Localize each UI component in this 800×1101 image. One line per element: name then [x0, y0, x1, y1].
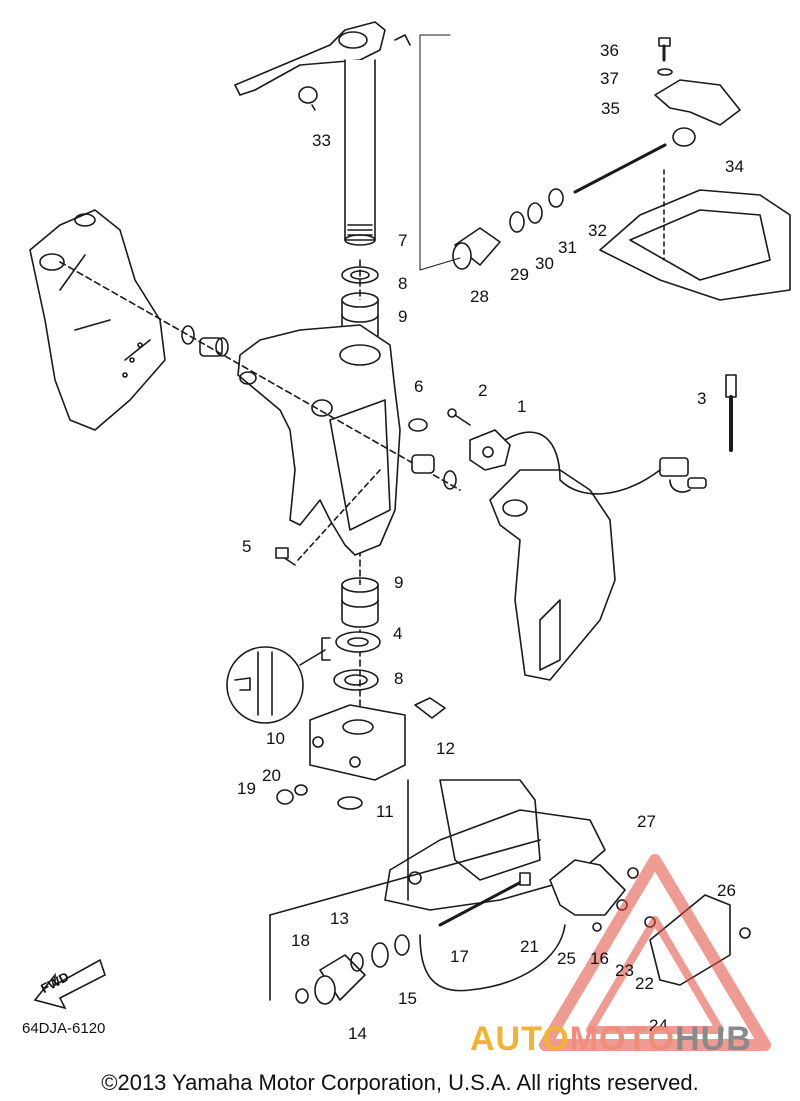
bolt-5-drawing	[275, 469, 381, 566]
callout-17: 17	[450, 947, 469, 966]
engine-base-drawing	[599, 169, 791, 301]
callout-5: 5	[242, 537, 252, 556]
callout-26: 26	[717, 881, 736, 900]
washer-30-drawing	[527, 202, 543, 224]
swivel-bracket-drawing	[237, 324, 401, 556]
bolt-36-drawing	[658, 37, 671, 62]
bolt-25-drawing	[592, 922, 602, 932]
callout-6: 6	[414, 377, 424, 396]
callout-36: 36	[600, 41, 619, 60]
callout-30: 30	[535, 254, 554, 273]
pivot-bushing-right	[411, 454, 457, 490]
callout-37: 37	[600, 69, 619, 88]
callout-22: 22	[635, 974, 654, 993]
callout-1: 1	[517, 397, 527, 416]
callout-14: 14	[348, 1024, 367, 1043]
callout-2: 2	[478, 381, 488, 400]
watermark-logo: AUTOMOTOHUB	[470, 1020, 752, 1059]
callout-21: 21	[520, 937, 539, 956]
washer-8-upper	[341, 266, 379, 284]
bracket-35-drawing	[654, 79, 741, 126]
callout-9-lower: 9	[394, 573, 404, 592]
steering-arm-drawing	[234, 21, 411, 96]
callout-25: 25	[557, 949, 576, 968]
callout-18: 18	[291, 931, 310, 950]
callout-28: 28	[470, 287, 489, 306]
circlip-11-drawing	[337, 796, 363, 810]
callout-7: 7	[398, 231, 408, 250]
cable-tie-3-drawing	[725, 374, 737, 452]
washer-15-drawing	[394, 934, 410, 956]
nut-19-drawing	[276, 789, 294, 805]
watermark-triangle-icon	[539, 854, 771, 1051]
callout-9-upper: 9	[398, 307, 408, 326]
callout-31: 31	[558, 238, 577, 257]
bolt-32-drawing	[573, 143, 667, 194]
clamp-bracket-right-drawing	[489, 469, 616, 681]
callout-15: 15	[398, 989, 417, 1008]
seal-detail-inset	[226, 646, 326, 724]
callout-20: 20	[262, 766, 281, 785]
trim-sensor-drawing	[469, 429, 707, 495]
watermark-part-3: HUB	[675, 1020, 752, 1058]
watermark-part-1: AUTO	[470, 1020, 570, 1058]
callout-3: 3	[697, 389, 707, 408]
upper-mount-28-drawing	[452, 227, 501, 270]
callout-19: 19	[237, 779, 256, 798]
washer-29-drawing	[509, 211, 525, 233]
pivot-bushing-left	[59, 261, 461, 491]
callout-35: 35	[601, 99, 620, 118]
washer-37-drawing	[657, 68, 673, 76]
callout-33: 33	[312, 131, 331, 150]
plate-12-drawing	[414, 697, 446, 719]
drawing-code: 64DJA-6120	[22, 1020, 106, 1037]
fwd-arrow-icon	[33, 958, 106, 1010]
screw-2-drawing	[447, 408, 471, 426]
steering-yoke-10-drawing	[309, 704, 406, 781]
washer-31-drawing	[548, 188, 564, 208]
callout-27: 27	[637, 812, 656, 831]
ground-lead-drawing	[419, 924, 566, 992]
watermark-part-2: MOTO	[569, 1020, 676, 1058]
copyright-notice: ©2013 Yamaha Motor Corporation, U.S.A. A…	[101, 1070, 699, 1095]
mount-34-drawing	[672, 127, 696, 147]
lower-mount-housing	[269, 779, 606, 1001]
callout-23: 23	[615, 961, 634, 980]
callout-11: 11	[376, 802, 394, 821]
mount-13-drawing	[314, 952, 366, 1005]
clamp-bracket-left-drawing	[29, 209, 166, 431]
callout-8-lower: 8	[394, 669, 404, 688]
callout-32: 32	[588, 221, 607, 240]
nut-33-drawing	[298, 86, 318, 104]
callout-12: 12	[436, 739, 455, 758]
callout-34: 34	[725, 157, 744, 176]
callout-16: 16	[590, 949, 609, 968]
nut-6-drawing	[408, 418, 428, 432]
bolt-17-drawing	[438, 872, 531, 927]
bushing-9-lower	[341, 577, 379, 628]
washer-8-lower	[333, 669, 379, 691]
washer-14-drawing	[371, 942, 389, 968]
nut-27-drawing	[627, 867, 639, 879]
callout-10: 10	[266, 729, 285, 748]
washer-20-drawing	[294, 784, 308, 796]
washer-18-drawing	[295, 988, 309, 1004]
callout-29: 29	[510, 265, 529, 284]
bracket-21-drawing	[549, 859, 626, 916]
callout-8-upper: 8	[398, 274, 408, 293]
seal-4-drawing	[321, 631, 381, 661]
callout-4: 4	[393, 624, 403, 643]
callout-24: 24	[649, 1016, 668, 1035]
callout-13: 13	[330, 909, 349, 928]
bolt-26-drawing	[739, 927, 751, 939]
